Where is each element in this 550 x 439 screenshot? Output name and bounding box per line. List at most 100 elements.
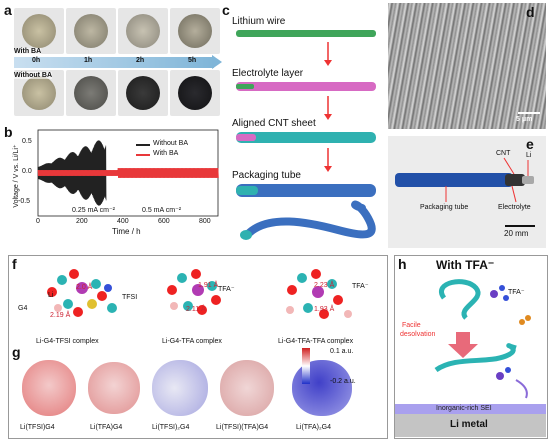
lithium-wire-rod [236, 30, 376, 37]
f-tfa2: TFA⁻ [352, 283, 369, 290]
panel-b-chart [37, 129, 219, 217]
esp-2 [88, 362, 140, 414]
fiber-li-end [522, 176, 534, 184]
panel-c-diagram [236, 30, 376, 240]
h-sei: Inorganic-rich SEI [436, 405, 492, 412]
h-li-metal: Li metal [450, 419, 488, 430]
f-tfa: TFA⁻ [218, 286, 235, 293]
e-scale-text: 20 mm [504, 229, 529, 238]
e-scalebar [505, 225, 535, 227]
panel-c-label: c [222, 2, 230, 18]
time-5h: 5h [188, 57, 197, 64]
d-scale-text: 5 μm [516, 116, 533, 123]
photo-without-2h [118, 70, 168, 116]
b-annot-2: 0.5 mA cm⁻² [142, 207, 182, 214]
molecule-tfa-tfa [286, 269, 352, 319]
f-li: Li [48, 292, 54, 299]
curved-arrow [515, 379, 528, 399]
panel-a: With BA 0h 1h 2h 5h Without BA [14, 8, 222, 118]
e-packaging: Packaging tube [420, 204, 469, 211]
e-li: Li [526, 152, 532, 159]
legend-with: With BA [153, 150, 179, 157]
h-title: With TFA⁻ [436, 258, 495, 272]
f-d3: 1.91 Å [198, 282, 219, 289]
h-sei-layer [395, 404, 546, 414]
panel-f-label: f [12, 256, 17, 272]
g4-chain-top [439, 279, 481, 320]
b-xtick-0: 0 [36, 218, 40, 225]
series-with-ba [37, 167, 219, 179]
panel-a-label: a [4, 2, 12, 18]
f-d6: 1.93 Å [314, 306, 335, 313]
b-xtick-1: 200 [76, 218, 88, 225]
b-ytick-2: 0.5 [22, 138, 32, 145]
photo-without-1h [66, 70, 116, 116]
e-electrolyte: Electrolyte [498, 204, 531, 211]
e-cnt: CNT [496, 150, 511, 157]
photo-with-1h [66, 8, 116, 54]
esp-5 [292, 360, 352, 416]
fiber-body [395, 173, 513, 187]
b-ytick-1: 0.0 [22, 168, 32, 175]
h-li-metal-layer [395, 414, 546, 437]
b-xtick-3: 600 [158, 218, 170, 225]
time-1h: 1h [84, 57, 93, 64]
b-annot-1: 0.25 mA cm⁻² [72, 207, 115, 214]
b-xtick-4: 800 [199, 218, 211, 225]
e-pointers [445, 157, 529, 203]
fiber-photo [388, 136, 546, 248]
time-arrow [14, 57, 214, 68]
panel-e-label: e [526, 136, 534, 152]
d-scalebar [518, 112, 540, 114]
photo-with-5h [170, 8, 220, 54]
h-desolvation: desolvation [400, 331, 436, 338]
sem-image [388, 3, 546, 129]
panel-h-diagram [434, 279, 531, 399]
f-d2: 2.19 Å [50, 312, 71, 319]
esp-3 [152, 360, 208, 416]
photo-with-2h [118, 8, 168, 54]
b-xtick-2: 400 [117, 218, 129, 225]
legend-swatch-with [136, 154, 150, 156]
desolvation-arrow [448, 332, 478, 358]
f-cap-1: Li-G4-TFSI complex [36, 338, 99, 345]
packaging-rod [236, 184, 376, 197]
cnt-rod [236, 132, 376, 143]
g-cap-3: Li(TFSI)₂G4 [152, 424, 190, 431]
panel-h-label: h [398, 256, 407, 272]
g-cap-5: Li(TFA)₂G4 [296, 424, 331, 431]
molecule-tfsi [47, 269, 117, 317]
h-tfa: TFA⁻ [508, 289, 525, 296]
esp-1 [22, 360, 76, 416]
f-d5: 2.23 Å [314, 282, 335, 289]
without-ba-label: Without BA [14, 72, 53, 79]
esp-colorbar [302, 348, 310, 384]
panel-b-label: b [4, 124, 13, 140]
f-tfsi: TFSI [122, 294, 138, 301]
coiled-fiber [244, 200, 376, 239]
b-ytick-0: -0.5 [18, 198, 31, 205]
panel-d-label: d [526, 4, 535, 20]
time-2h: 2h [136, 57, 145, 64]
g-cap-1: Li(TFSI)G4 [20, 424, 55, 431]
f-cap-2: Li-G4-TFA complex [162, 338, 222, 345]
time-arrow-head [212, 55, 222, 69]
fiber-cnt-end [505, 174, 525, 186]
f-d4: 2.11 Å [186, 306, 206, 313]
with-ba-label: With BA [14, 48, 42, 55]
f-g4: G4 [18, 305, 28, 312]
g4-chain-bottom [434, 343, 517, 373]
b-ylabel: Voltage / V vs. Li/Li⁺ [13, 144, 20, 208]
legend-without: Without BA [153, 140, 189, 147]
c-step-3: Aligned CNT sheet [232, 118, 316, 129]
b-legend: Without BA With BA [136, 140, 216, 162]
esp-4 [220, 360, 274, 416]
time-0h: 0h [32, 57, 41, 64]
panel-g-label: g [12, 344, 21, 360]
photo-with-0h [14, 8, 64, 54]
c-step-1: Lithium wire [232, 16, 286, 27]
molecule-tfa [167, 269, 221, 315]
f-cap-3: Li-G4-TFA-TFA complex [278, 338, 354, 345]
legend-swatch-without [136, 144, 150, 146]
c-step-2: Electrolyte layer [232, 68, 304, 79]
